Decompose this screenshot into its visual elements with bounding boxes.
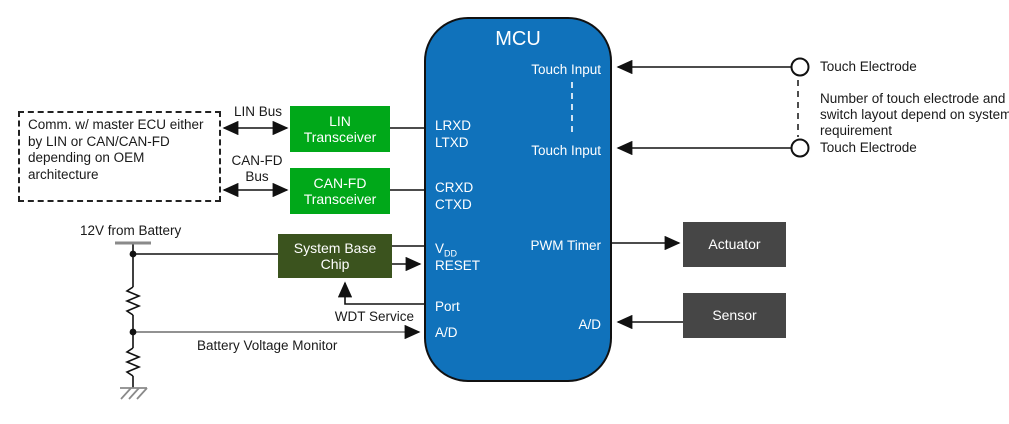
mcu-pin-lrxd: LRXD	[435, 118, 472, 133]
battery-voltage-monitor-label: Battery Voltage Monitor	[197, 338, 338, 353]
mcu-pin-pwm-timer: PWM Timer	[530, 238, 602, 253]
mcu-pin-ad-right: A/D	[578, 317, 601, 332]
touch-electrode-icon	[790, 138, 810, 158]
wdt-service-label: WDT Service	[334, 309, 414, 324]
junction-dot	[129, 328, 137, 336]
canfd-bus-label-line1: CAN-FD	[231, 153, 283, 168]
mcu-pin-crxd: CRXD	[435, 180, 474, 195]
lin-transceiver-block: LIN Transceiver	[290, 106, 390, 152]
comm-note-text: Comm. w/ master ECU either by LIN or CAN…	[28, 117, 204, 182]
lin-bus-label: LIN Bus	[233, 104, 283, 119]
sensor-block: Sensor	[683, 293, 786, 338]
mcu-pin-touch-input-1: Touch Input	[531, 62, 601, 77]
junction-dot	[129, 250, 137, 258]
canfd-transceiver-line1: CAN-FD	[313, 174, 367, 191]
mcu-pin-touch-input-2: Touch Input	[531, 143, 601, 158]
mcu-pin-lrxd-ltxd: LRXD LTXD	[435, 117, 471, 151]
resistor-icon	[124, 286, 142, 316]
canfd-bus-label: CAN-FD Bus	[224, 153, 290, 185]
canfd-transceiver-line2: Transceiver	[303, 191, 377, 207]
ground-icon	[120, 387, 148, 400]
canfd-bus-label-line2: Bus	[245, 169, 269, 184]
lin-transceiver-line2: Transceiver	[303, 129, 377, 145]
lin-transceiver-line1: LIN	[329, 112, 351, 129]
comm-note-box: Comm. w/ master ECU either by LIN or CAN…	[18, 111, 221, 202]
touch-electrode-icon	[790, 57, 810, 77]
system-base-chip-line1: System Base	[293, 239, 377, 256]
mcu-pin-reset: RESET	[435, 258, 481, 273]
system-base-chip-line2: Chip	[320, 256, 350, 272]
mcu-pin-port: Port	[435, 299, 460, 314]
mcu-pin-ltxd: LTXD	[435, 135, 469, 150]
mcu-pin-ad-left: A/D	[435, 325, 458, 340]
touch-electrode-label-2: Touch Electrode	[820, 140, 917, 155]
wdt-service-wire	[337, 281, 424, 305]
system-base-chip-block: System Base Chip	[278, 234, 392, 278]
canfd-transceiver-block: CAN-FD Transceiver	[290, 168, 390, 214]
battery-12v-label: 12V from Battery	[80, 223, 182, 238]
mcu-pin-crxd-ctxd: CRXD CTXD	[435, 179, 473, 213]
mcu-pin-vdd: VDD	[435, 241, 458, 259]
actuator-block: Actuator	[683, 222, 786, 267]
actuator-label: Actuator	[708, 236, 761, 253]
sensor-label: Sensor	[712, 307, 757, 324]
touch-electrode-note: Number of touch electrode and switch lay…	[820, 91, 1009, 138]
resistor-icon	[124, 347, 142, 377]
mcu-pin-ctxd: CTXD	[435, 197, 472, 212]
mcu-block: MCU Touch Input Touch Input LRXD LTXD CR…	[424, 17, 612, 382]
touch-electrode-label-1: Touch Electrode	[820, 59, 917, 74]
mcu-title: MCU	[495, 28, 541, 50]
